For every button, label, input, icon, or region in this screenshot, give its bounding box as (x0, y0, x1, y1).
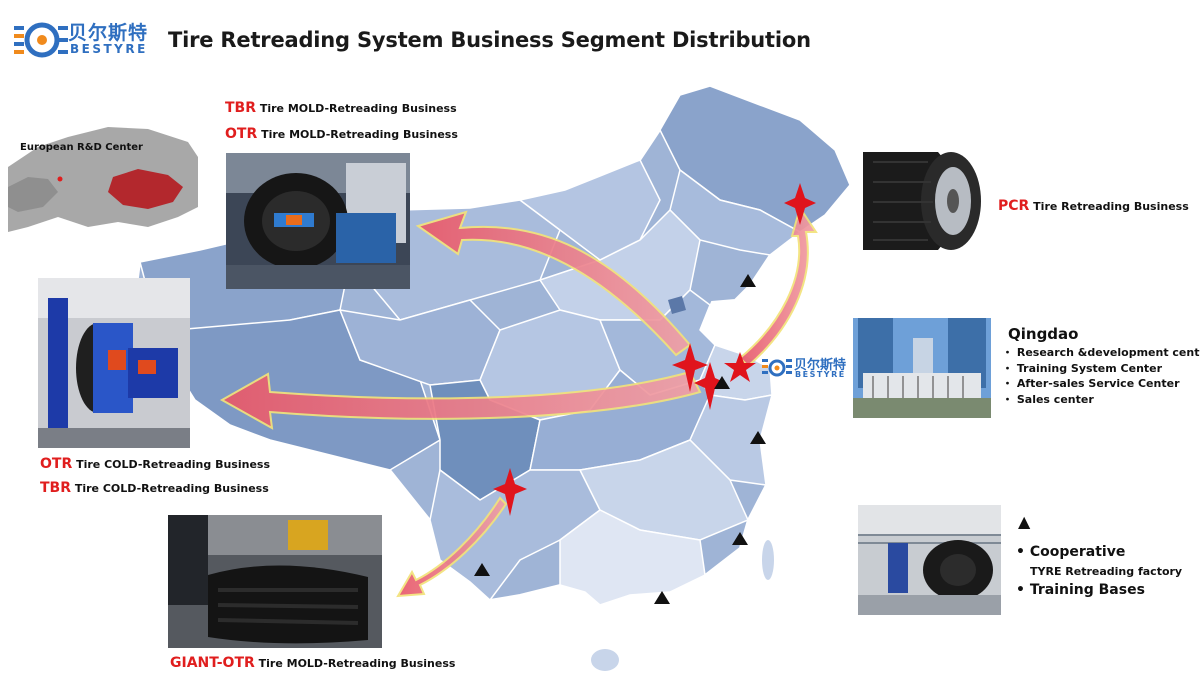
tbr-cold-code: TBR (40, 480, 72, 496)
giant-otr-label: GIANT-OTR Tire MOLD-Retreading Business (170, 655, 455, 671)
otr-mold-text: Tire MOLD-Retreading Business (261, 128, 458, 141)
europe-inset-map (8, 117, 198, 237)
legend-cooperative: • Cooperative (1016, 544, 1126, 560)
qingdao-logo: 贝尔斯特 BESTYRE (762, 355, 852, 385)
legend-triangle-icon: ▲ (1018, 512, 1031, 531)
star-southwest (493, 468, 527, 516)
cold-retreading-photo (38, 278, 190, 448)
wheel-icon (14, 22, 68, 58)
legend-training: • Training Bases (1016, 582, 1145, 598)
otr-cold-text: Tire COLD-Retreading Business (76, 458, 270, 471)
triangle-east (750, 431, 766, 444)
logo-text-en: BESTYRE (70, 42, 148, 56)
qingdao-logo-cn: 贝尔斯特 (794, 358, 847, 373)
qingdao-hq-photo (853, 318, 991, 418)
star-qingdao (724, 352, 756, 382)
legend-cooperative-text: Cooperative (1029, 544, 1126, 560)
list-item: ・ Research &development center (1002, 345, 1200, 361)
qingdao-list: ・ Research &development center ・ Trainin… (1002, 345, 1200, 407)
arrow-to-giant-otr (396, 496, 508, 598)
bestyre-logo (12, 20, 162, 62)
giant-otr-code: GIANT-OTR (170, 655, 255, 671)
mold-retreading-photo (226, 153, 410, 289)
qingdao-title: Qingdao (1008, 325, 1079, 343)
giant-otr-photo (168, 515, 382, 648)
hainan-island (591, 649, 619, 671)
qingdao-logo-en: BESTYRE (795, 370, 846, 379)
tbr-mold-text: Tire MOLD-Retreading Business (259, 102, 457, 115)
europe-rd-label: European R&D Center (20, 142, 143, 153)
qingdao-item-2: Training System Center (1016, 361, 1163, 375)
triangle-guangdong (654, 591, 670, 604)
tbr-cold-label: TBR Tire COLD-Retreading Business (40, 480, 269, 496)
tbr-mold-label: TBR Tire MOLD-Retreading Business (225, 100, 457, 116)
list-item: ・ Training System Center (1002, 361, 1163, 375)
star-shandong (694, 362, 726, 410)
legend-training-text: Training Bases (1029, 582, 1145, 598)
tbr-mold-code: TBR (225, 100, 257, 116)
triangle-northeast (740, 274, 756, 287)
pcr-label: PCR Tire Retreading Business (998, 198, 1189, 214)
pcr-text: Tire Retreading Business (1033, 200, 1189, 213)
beijing-area (668, 296, 686, 314)
logo-text-cn: 贝尔斯特 (68, 22, 149, 44)
star-jinan (672, 343, 708, 392)
factory-photo (858, 505, 1001, 615)
otr-cold-label: OTR Tire COLD-Retreading Business (40, 456, 270, 472)
taiwan-island (762, 540, 774, 580)
pcr-tire-photo (853, 142, 991, 258)
wheel-icon (762, 359, 792, 377)
triangle-guangxi (474, 563, 490, 576)
giant-otr-text: Tire MOLD-Retreading Business (258, 657, 456, 670)
arrow-to-pcr (738, 205, 818, 368)
otr-cold-code: OTR (40, 456, 73, 472)
legend-factory: TYRE Retreading factory (1030, 565, 1183, 578)
triangle-fujian (732, 532, 748, 545)
tbr-cold-text: Tire COLD-Retreading Business (74, 482, 269, 495)
triangle-shandong (714, 376, 730, 389)
otr-mold-label: OTR Tire MOLD-Retreading Business (225, 126, 458, 142)
list-item: ・ Sales center (1002, 392, 1094, 406)
arrow-to-tbr-otr-mold (415, 210, 692, 357)
qingdao-item-3: After-sales Service Center (1016, 377, 1180, 390)
qingdao-item-1: Research &development center (1016, 346, 1200, 359)
pcr-code: PCR (998, 198, 1030, 214)
qingdao-item-4: Sales center (1016, 392, 1094, 406)
page-title: Tire Retreading System Business Segment … (168, 28, 811, 52)
star-north (784, 183, 816, 225)
arrow-to-otr-tbr-cold (219, 370, 702, 430)
list-item: ・ After-sales Service Center (1002, 377, 1180, 390)
otr-mold-code: OTR (225, 126, 258, 142)
